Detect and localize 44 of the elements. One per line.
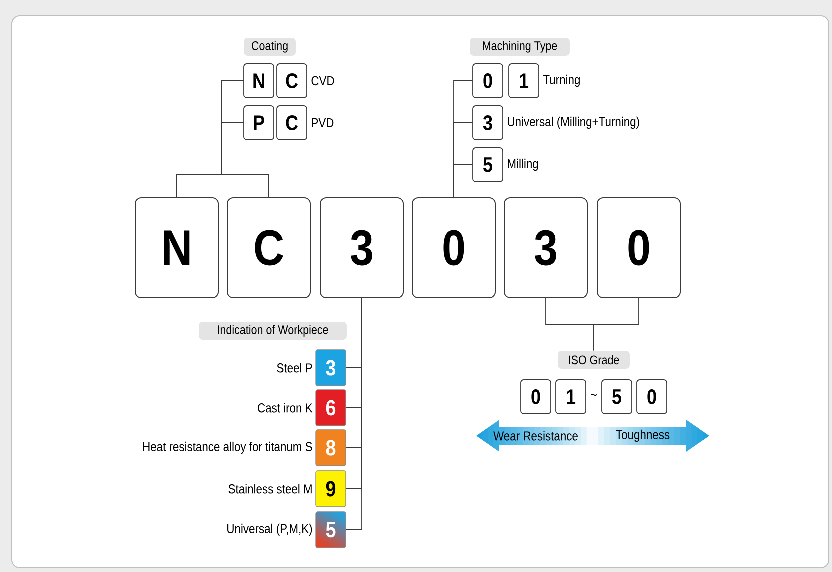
range-sign: ~ — [591, 394, 597, 396]
node-label: Wear Resistance — [494, 431, 578, 441]
code-meaning: Turning — [543, 74, 580, 88]
code-box: N — [244, 64, 274, 98]
code-box: 0 — [412, 198, 496, 298]
code-box: 0 — [597, 198, 681, 298]
code-meaning: Cast iron K — [258, 403, 313, 413]
code-box: 3 — [504, 198, 588, 298]
section-tag: ISO Grade — [558, 351, 630, 369]
section-tag: Indication of Workpiece — [199, 322, 347, 340]
code-box: C — [276, 106, 308, 140]
code-meaning: Heat resistance alloy for titanum S — [143, 442, 312, 454]
section-tag: Machining Type — [470, 38, 570, 56]
code-meaning: Milling — [508, 158, 538, 172]
code-meaning: Steel P — [277, 363, 312, 373]
section-tag: Coating — [244, 38, 296, 56]
code-box: 0 — [520, 380, 552, 414]
code-meaning: CVD — [312, 76, 334, 86]
code-meaning: Stainless steel M — [228, 484, 312, 494]
code-box: N — [135, 198, 219, 298]
code-box: 3 — [316, 350, 346, 386]
code-box: 5 — [472, 148, 504, 182]
code-meaning: Universal (P,M,K) — [228, 524, 312, 536]
code-box: 5 — [316, 512, 346, 548]
code-box: 5 — [602, 380, 632, 414]
connector-line — [346, 298, 362, 530]
connector-line — [454, 164, 474, 198]
code-box: 1 — [556, 380, 586, 414]
code-box: 3 — [320, 198, 404, 298]
connector-line — [222, 122, 270, 198]
code-box: 8 — [316, 430, 346, 466]
code-box: P — [244, 106, 274, 140]
code-meaning: PVD — [312, 118, 334, 128]
code-box: 0 — [472, 64, 504, 98]
code-box: 3 — [472, 106, 504, 140]
node-label: Toughness — [616, 430, 670, 442]
code-box: 0 — [636, 380, 668, 414]
code-box: C — [276, 64, 308, 98]
connector-line — [594, 298, 640, 352]
code-box: C — [227, 198, 311, 298]
code-box: 1 — [508, 64, 540, 98]
code-box: 9 — [316, 470, 346, 508]
code-box: 6 — [316, 390, 346, 426]
code-meaning: Universal (Milling+Turning) — [508, 116, 640, 130]
